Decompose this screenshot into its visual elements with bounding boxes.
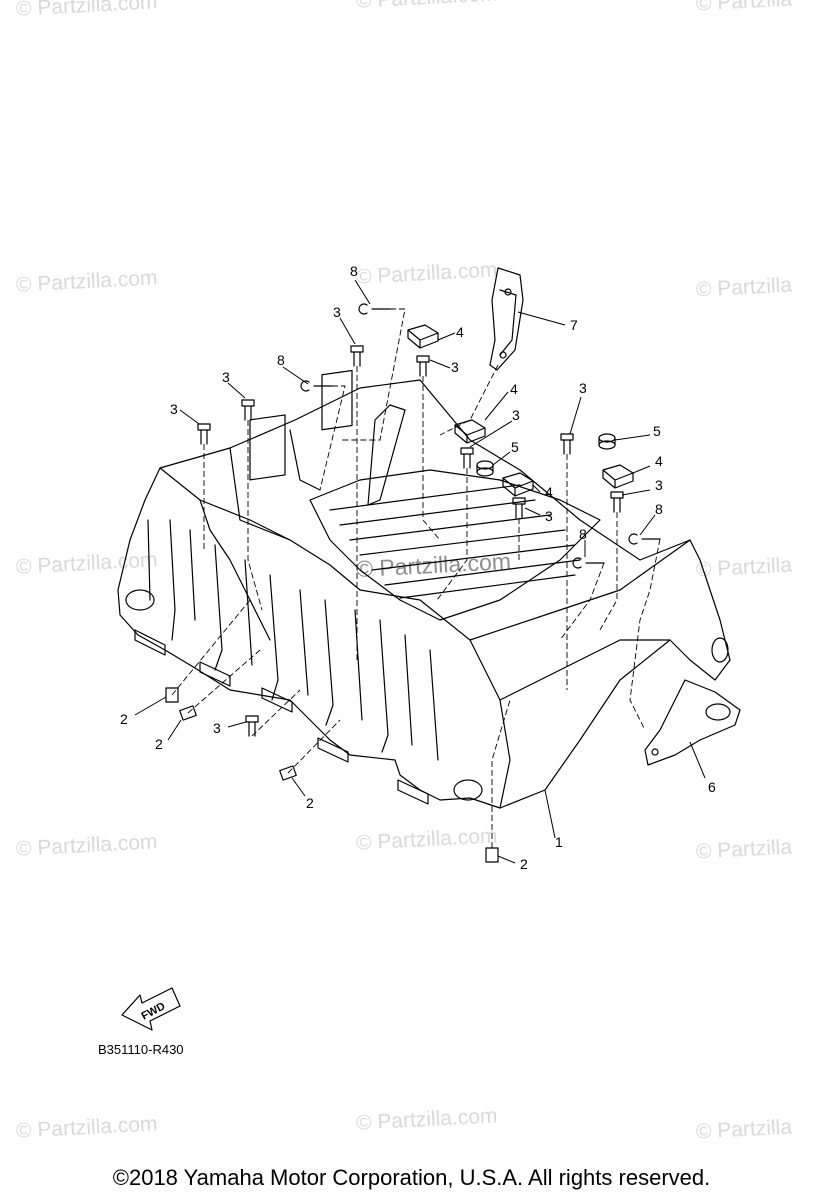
callout-8: 8 <box>277 352 285 368</box>
fwd-arrow-icon <box>121 987 181 1031</box>
callout-2: 2 <box>520 856 528 872</box>
callout-1: 1 <box>555 834 563 850</box>
callout-6: 6 <box>708 779 716 795</box>
callout-8: 8 <box>579 526 587 542</box>
callout-3: 3 <box>170 401 178 417</box>
callout-3: 3 <box>655 477 663 493</box>
bolt-part-8 <box>300 303 661 569</box>
callout-2: 2 <box>120 711 128 727</box>
callout-5: 5 <box>511 439 519 455</box>
screw-part-3 <box>197 345 624 737</box>
callout-4: 4 <box>510 381 518 397</box>
callout-3: 3 <box>579 380 587 396</box>
callout-4: 4 <box>545 484 553 500</box>
clip-nut-part-2 <box>165 687 499 863</box>
side-cover-part-6 <box>644 679 741 766</box>
callout-3: 3 <box>451 359 459 375</box>
copyright-notice: ©2018 Yamaha Motor Corporation, U.S.A. A… <box>112 1165 711 1190</box>
callout-5: 5 <box>653 423 661 439</box>
callout-4: 4 <box>655 453 663 469</box>
callout-3: 3 <box>333 304 341 320</box>
cargo-bed-part-1 <box>117 369 731 809</box>
callout-7: 7 <box>570 317 578 333</box>
bracket-part-7 <box>489 267 524 371</box>
callout-2: 2 <box>155 736 163 752</box>
diagram-code: B351110-R430 <box>98 1042 184 1057</box>
callout-8: 8 <box>655 501 663 517</box>
grommet-part-5 <box>476 433 616 477</box>
callout-4: 4 <box>456 324 464 340</box>
callout-3: 3 <box>512 407 520 423</box>
callout-3: 3 <box>545 508 553 524</box>
callout-3: 3 <box>213 720 221 736</box>
callout-8: 8 <box>350 263 358 279</box>
callout-2: 2 <box>306 795 314 811</box>
callout-3: 3 <box>222 369 230 385</box>
